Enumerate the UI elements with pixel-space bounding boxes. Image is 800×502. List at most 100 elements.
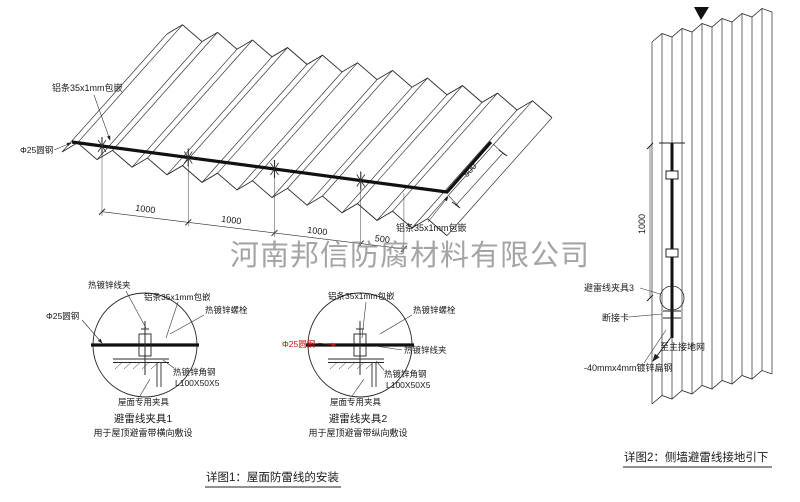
drawing-line: [61, 142, 448, 236]
leader-line: [643, 329, 667, 364]
label-angle-spec-1: L100X50X5: [175, 378, 220, 388]
detail2-subtitle: 用于屋顶避雷带纵向敷设: [308, 427, 407, 438]
drawing-line: [166, 56, 273, 176]
bottom-dimension-labels: 1000 1000 1000 500: [135, 203, 391, 245]
dim-1000-2: 1000: [221, 214, 242, 226]
drawing-line: [376, 102, 483, 221]
leader-line: [53, 142, 72, 151]
drawing-line: [96, 41, 203, 160]
label-roof-clamp-1: 屋面专用夹具: [118, 397, 170, 407]
leader-line: [139, 378, 151, 397]
drawing-line: [184, 218, 192, 226]
dim-500-right: 500: [461, 161, 478, 179]
drawing-line: [252, 62, 358, 182]
leader-line-red: [317, 342, 337, 347]
clamp3-detail-circle: [659, 285, 685, 311]
drawing-line: [356, 174, 366, 187]
detail1-title: 避雷线夹具1: [114, 412, 172, 425]
drawing-line: [98, 208, 106, 216]
label-angle-1: 热镀锌角钢: [173, 367, 216, 377]
drawing-line: [101, 211, 404, 250]
label-strip-2: 铝条35x1mm包嵌: [328, 291, 395, 301]
leader-line: [125, 290, 147, 329]
extension-line: [448, 195, 460, 208]
label-wire-clip-1: 热镀锌线夹: [88, 280, 131, 290]
leader-line: [169, 314, 205, 335]
label-flat-steel: -40mmx4mm镀锌扁钢: [584, 362, 673, 373]
detail2-clamp-drawing: [306, 292, 414, 398]
drawing-line: [77, 24, 183, 144]
lightning-wire: [71, 140, 493, 194]
wall-clamp-symbol: [665, 248, 679, 258]
dim-tick: [498, 149, 508, 157]
label-round-steel-2: Φ25圆钢: [282, 339, 315, 349]
drawing-line: [651, 370, 773, 405]
detail2-title: 避雷线夹具2: [329, 412, 387, 425]
drawing-line: [353, 333, 367, 357]
bottom-dimension-lines: [98, 153, 408, 253]
leader-line: [375, 345, 403, 351]
caption-detail2: 详图2：侧墙避雷线接地引下: [623, 450, 772, 468]
drawing-line: [150, 362, 159, 370]
label-round-steel-main: Φ25圆钢: [20, 145, 53, 155]
leader-line: [375, 360, 385, 371]
dim-1000-3: 1000: [307, 225, 328, 237]
wire-clamp-symbols: [97, 137, 366, 190]
drawing-line: [271, 229, 278, 237]
to-ground-arrow: [652, 335, 673, 362]
label-aluminum-strip-top: 铝条35x1mm包嵌: [52, 82, 123, 93]
dim-1000-1: 1000: [135, 203, 156, 215]
drawing-line: [270, 162, 279, 176]
drawing-line: [147, 39, 253, 159]
drawing-line: [201, 64, 308, 183]
leader-line: [639, 287, 661, 295]
caption-detail2-text: 详图2：侧墙避雷线接地引下: [624, 450, 768, 464]
drawing-line: [141, 362, 150, 370]
leader-line: [162, 359, 175, 369]
drawing-line: [132, 362, 141, 370]
dim-500-bottom: 500: [374, 233, 390, 245]
drawing-line: [114, 362, 123, 370]
dimension-line: [455, 152, 504, 206]
drawing-line: [123, 362, 132, 370]
drawing-line: [357, 240, 365, 247]
drawing-line: [400, 245, 408, 253]
drawing-line: [446, 117, 553, 236]
leader-line: [81, 319, 103, 344]
drawing-line: [392, 92, 498, 212]
leader-line: [427, 196, 449, 223]
leader-line: [93, 94, 111, 141]
dim-tick: [451, 201, 461, 209]
wall-view: 1000 避雷线夹具3 断接卡 至主接地网 -40mmx4mm镀锌扁钢: [584, 7, 773, 405]
drawing-line: [427, 100, 533, 220]
detail1-view: 热镀锌线夹 铝条35x1mm包嵌 热镀锌螺栓 Φ25圆钢 热镀锌角钢 L100X…: [46, 280, 248, 438]
label-to-main-ground: 至主接地网: [660, 341, 705, 352]
drawing-line: [287, 70, 393, 189]
label-roof-clamp-2: 屋面专用夹具: [330, 397, 382, 407]
drawing-line: [217, 54, 323, 174]
detail2-view: 铝条35x1mm包嵌 热镀锌螺栓 热镀锌线夹 Φ25圆钢 热镀锌角钢 L100X…: [282, 291, 456, 438]
drawing-line: [306, 86, 413, 206]
caption-detail1: 详图1：屋面防雷线的安装: [205, 470, 341, 488]
caption-detail1-text: 详图1：屋面防雷线的安装: [206, 470, 339, 484]
wall-corrugation-lines: [651, 8, 773, 405]
drawing-line: [347, 362, 356, 370]
drawing-line: [329, 362, 338, 370]
drawing-line: [411, 109, 518, 229]
drawing-line: [651, 8, 773, 43]
drawing-line: [131, 48, 238, 168]
label-bolt-2: 热镀锌螺栓: [413, 305, 456, 315]
drawing-line: [182, 47, 288, 166]
label-bolt-1: 热镀锌螺栓: [205, 305, 248, 315]
detail2-callouts: 铝条35x1mm包嵌 热镀锌螺栓 热镀锌线夹 Φ25圆钢 热镀锌角钢 L100X…: [282, 291, 456, 438]
detail1-clamp-drawing: [91, 292, 199, 398]
detail1-callouts: 热镀锌线夹 铝条35x1mm包嵌 热镀锌螺栓 Φ25圆钢 热镀锌角钢 L100X…: [46, 280, 248, 438]
drawing-line: [183, 151, 193, 164]
label-angle-spec-2: L100X50X5: [386, 380, 431, 390]
label-wire-clip-2: 热镀锌线夹: [404, 345, 447, 355]
leader-line: [361, 301, 367, 339]
label-strip-1: 铝条35x1mm包嵌: [144, 292, 211, 302]
leader-line: [165, 301, 179, 339]
drawing-line: [341, 94, 448, 214]
drawing-line: [138, 333, 152, 357]
